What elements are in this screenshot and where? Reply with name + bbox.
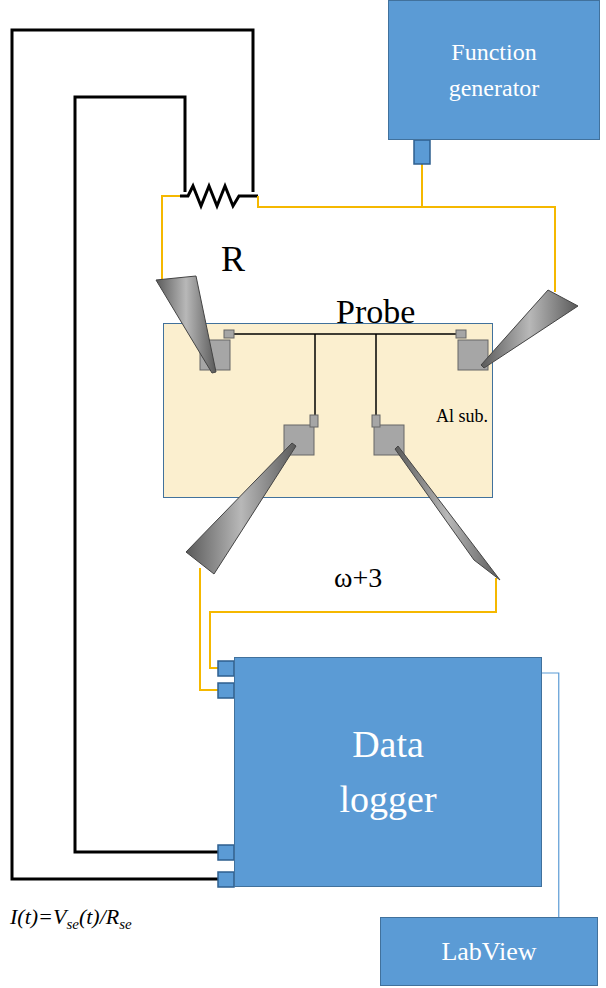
signal-wire: [258, 160, 422, 207]
probe-heading: Probe: [336, 293, 415, 331]
probe-needle: [156, 276, 578, 580]
substrate-box: ProbeAl sub.: [163, 323, 493, 498]
software-box: LabView: [380, 917, 598, 986]
input-ports: [218, 661, 234, 887]
frequency-label: ω+3: [334, 562, 382, 594]
resistor-label: R: [221, 238, 245, 280]
resistor-symbol: [180, 186, 258, 206]
substrate-label: Al sub.: [436, 402, 488, 431]
formula-subscript: se: [119, 916, 132, 933]
signal-wire: [422, 207, 555, 292]
data-link: [542, 673, 559, 917]
instrument-name: Data logger: [235, 717, 541, 827]
current-formula: I(t)=V: [10, 904, 66, 930]
formula-subscript: se: [66, 916, 79, 933]
software-name: LabView: [429, 937, 548, 967]
signal-wire: [162, 196, 180, 282]
output-connector: [414, 140, 430, 164]
instrument-box: Data logger: [234, 657, 542, 887]
instrument-box: Function generator: [388, 0, 600, 140]
current-formula: (t)/R: [79, 904, 119, 930]
instrument-name: Function generator: [389, 34, 599, 106]
